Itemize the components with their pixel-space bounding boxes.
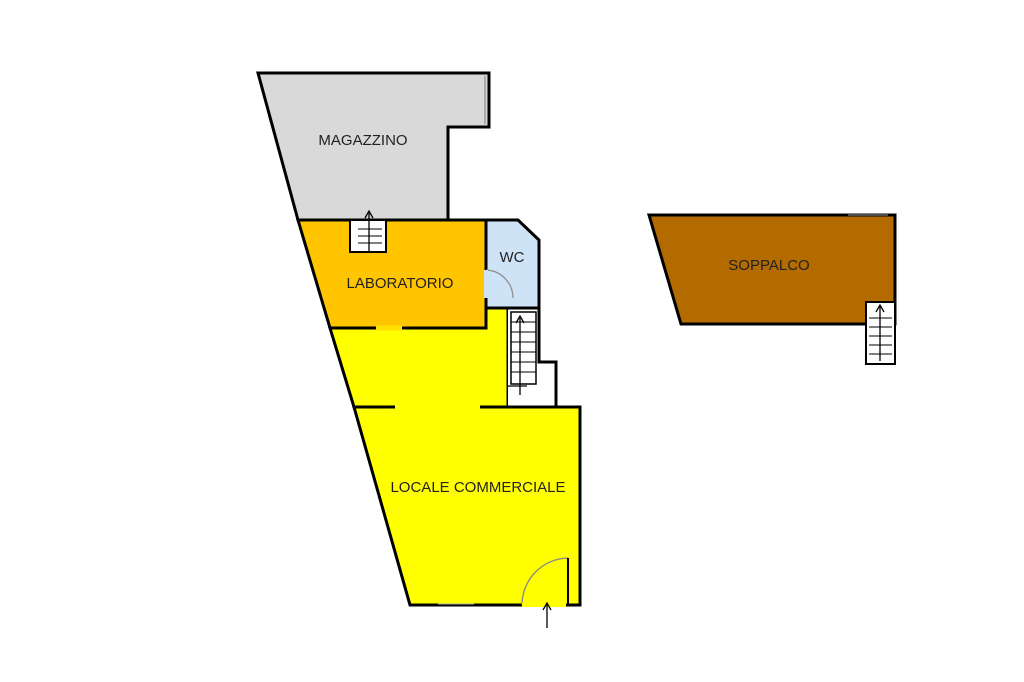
- stair-arrow-icon: [507, 314, 527, 395]
- entrance-arrow-icon: [542, 601, 552, 628]
- label-soppalco: SOPPALCO: [728, 257, 809, 274]
- label-laboratorio: LABORATORIO: [347, 275, 454, 292]
- room-locale-commerciale: [352, 405, 582, 607]
- room-laboratorio: [295, 218, 488, 330]
- stair-soppalco-arrow-icon: [875, 303, 885, 361]
- entrance-door-arc: [521, 557, 569, 606]
- wc-door-arc: [485, 269, 514, 299]
- label-locale-commerciale: LOCALE COMMERCIALE: [390, 479, 565, 496]
- stair-small-arrow-icon: [364, 209, 374, 252]
- staircase-small-treads: [358, 228, 382, 244]
- label-wc: WC: [500, 249, 525, 266]
- label-magazzino: MAGAZZINO: [318, 132, 407, 149]
